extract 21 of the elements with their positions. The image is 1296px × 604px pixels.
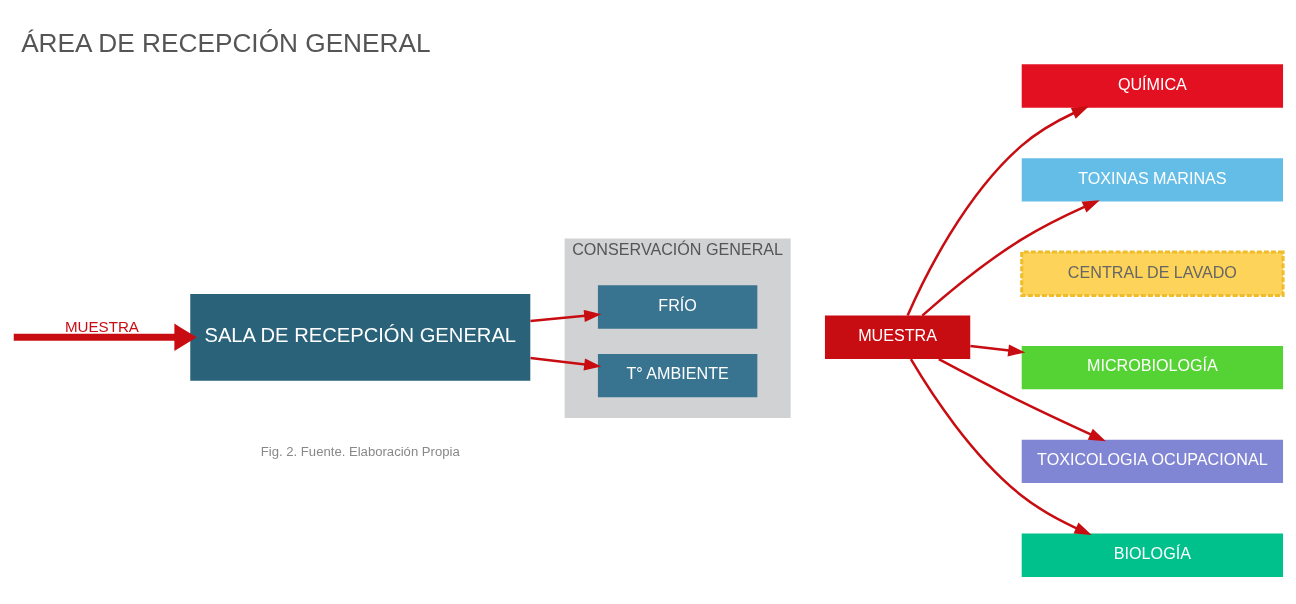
arrow bbox=[921, 200, 1100, 317]
node-box: SALA DE RECEPCIÓN GENERAL bbox=[190, 293, 531, 381]
node-box: TOXINAS MARINAS bbox=[1021, 158, 1284, 202]
arrow bbox=[970, 344, 1026, 357]
node-box: T° AMBIENTE bbox=[597, 353, 758, 398]
node-box: CENTRAL DE LAVADO bbox=[1020, 250, 1285, 297]
node-box: MICROBIOLOGÍA bbox=[1021, 345, 1284, 390]
node-box: BIOLOGÍA bbox=[1021, 533, 1284, 577]
node-box: QUÍMICA bbox=[1021, 64, 1284, 108]
arrow bbox=[906, 106, 1089, 316]
node-box: MUESTRA bbox=[824, 315, 971, 359]
arrow bbox=[938, 357, 1106, 442]
caption: Fig. 2. Fuente. Elaboración Propia bbox=[260, 443, 460, 459]
arrow bbox=[530, 309, 602, 323]
arrow bbox=[13, 323, 197, 352]
arrow bbox=[530, 356, 602, 371]
edge-label: MUESTRA bbox=[64, 318, 139, 336]
arrow bbox=[909, 358, 1092, 535]
node-box: TOXICOLOGIA OCUPACIONAL bbox=[1021, 439, 1284, 484]
diagram-title: ÁREA DE RECEPCIÓN GENERAL bbox=[21, 28, 431, 59]
node-box: FRÍO bbox=[597, 285, 758, 329]
